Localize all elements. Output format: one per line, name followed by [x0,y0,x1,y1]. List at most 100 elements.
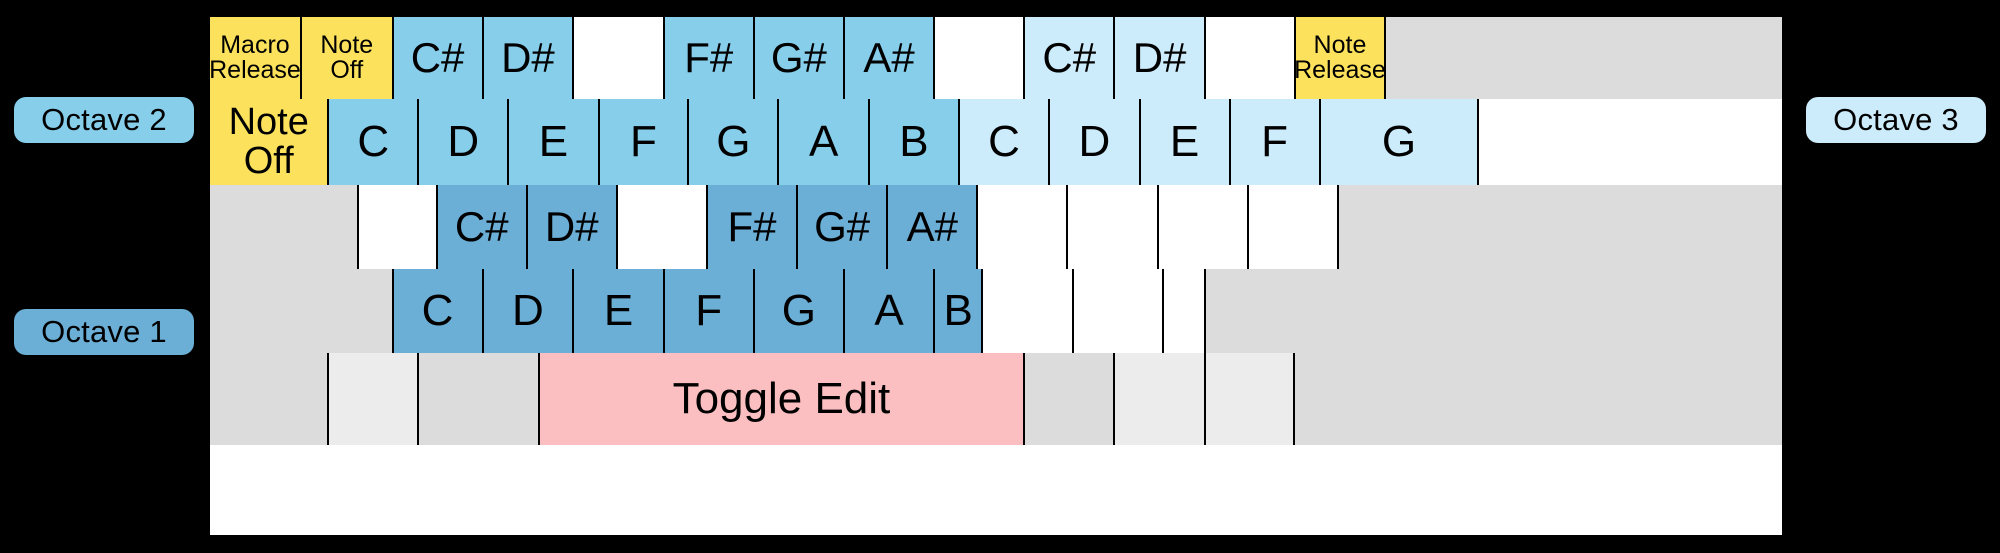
key-label-line: Off [330,56,364,84]
key-label: C# [410,33,465,81]
key-toggle-edit-r4c3[interactable]: Toggle Edit [539,353,1026,445]
key-empty-r3c9[interactable] [1073,269,1164,353]
key-empty-r4c1 [329,353,420,445]
key-label: D# [544,202,599,250]
key-label: F [1261,116,1288,166]
key-a-r3c6[interactable]: A [845,269,935,353]
key-a-sharp-r2c7[interactable]: A# [888,185,979,269]
key-label: C# [454,202,509,250]
key-f-sharp-r2c5[interactable]: F# [708,185,798,269]
key-c-sharp-r2c2[interactable]: C# [437,185,528,269]
key-a-sharp-r0c7[interactable]: A# [845,17,935,99]
key-f-r1c4[interactable]: F [599,99,690,185]
key-empty-r2c11[interactable] [1248,185,1339,269]
key-d-sharp-r0c3[interactable]: D# [483,17,575,99]
key-empty-r3c10[interactable] [1163,269,1206,353]
key-empty-r2c8[interactable] [978,185,1069,269]
key-g-r3c5[interactable]: G [754,269,846,353]
key-g-r1c12[interactable]: G [1320,99,1480,185]
key-empty-r4c2 [419,353,540,445]
key-label-line: Note [228,101,309,144]
key-label: F# [684,33,734,81]
key-label-line: Release [210,56,301,84]
key-label: D# [501,33,555,81]
key-label: G# [814,202,871,250]
key-g-r1c5[interactable]: G [689,99,780,185]
key-f-r1c11[interactable]: F [1230,99,1321,185]
key-empty-r3c0 [210,269,394,353]
key-c-sharp-r0c9[interactable]: C# [1025,17,1116,99]
key-label-line: Note [1313,30,1367,59]
key-label: A# [863,33,915,81]
key-f-r3c4[interactable]: F [664,269,755,353]
key-g-sharp-r0c6[interactable]: G# [754,17,846,99]
key-d-r1c2[interactable]: D [419,99,510,185]
key-label-line: Off [243,140,294,182]
key-e-r1c10[interactable]: E [1140,99,1231,185]
key-label: G# [770,33,827,81]
key-c-r1c1[interactable]: C [329,99,420,185]
octave-2-label: Octave 2 [14,97,194,143]
key-label-line: Release [1295,56,1386,84]
key-e-r1c3[interactable]: E [509,99,600,185]
key-empty-r3c11 [1205,269,1782,353]
key-label: D# [1132,33,1187,81]
key-empty-r4c5 [1114,353,1206,445]
key-label: G [1381,116,1417,166]
key-c-r1c8[interactable]: C [959,99,1051,185]
key-label: E [538,116,569,166]
key-d-sharp-r2c3[interactable]: D# [527,185,618,269]
key-label: A# [906,202,959,250]
key-empty-r0c8[interactable] [935,17,1026,99]
key-label: F# [727,202,777,250]
key-empty-r2c1[interactable] [359,185,438,269]
key-f-sharp-r0c5[interactable]: F# [664,17,755,99]
key-empty-r2c0 [210,185,360,269]
key-empty-r4c4 [1025,353,1115,445]
key-label: D [512,285,544,335]
key-c-sharp-r0c2[interactable]: C# [393,17,484,99]
key-empty-r2c9[interactable] [1068,185,1159,269]
key-d-r3c2[interactable]: D [483,269,575,353]
key-empty-r4c7 [1295,353,1782,445]
key-label: G [716,116,751,166]
key-label: G [781,285,816,335]
key-c-r3c1[interactable]: C [393,269,484,353]
key-empty-r2c4[interactable] [617,185,708,269]
key-g-sharp-r2c6[interactable]: G# [797,185,889,269]
key-a-r1c6[interactable]: A [779,99,870,185]
key-label: D [1078,116,1111,166]
key-label: F [695,285,723,335]
row-bottom-controls: Toggle Edit [210,353,1782,445]
key-label-line: Note [320,30,374,59]
key-label: E [603,285,634,335]
key-label: C# [1042,33,1097,81]
key-label: C [988,116,1020,166]
octave-3-label: Octave 3 [1806,97,1986,143]
key-empty-r0c11[interactable] [1205,17,1296,99]
key-e-r3c3[interactable]: E [574,269,665,353]
key-empty-r2c10[interactable] [1158,185,1249,269]
octave-1-label: Octave 1 [14,309,194,355]
key-d-r1c9[interactable]: D [1050,99,1141,185]
key-b-r1c7[interactable]: B [869,99,960,185]
key-label: B [899,116,929,166]
key-label: E [1169,116,1200,166]
key-d-sharp-r0c10[interactable]: D# [1115,17,1206,99]
key-empty-r0c4[interactable] [574,17,665,99]
key-label: F [630,116,657,166]
key-label: B [943,285,973,335]
key-b-r3c7[interactable]: B [935,269,984,353]
key-label: A [874,285,904,335]
key-empty-r1c13[interactable] [1479,99,1782,185]
key-empty-r3c8[interactable] [983,269,1074,353]
key-label: C [357,116,390,166]
